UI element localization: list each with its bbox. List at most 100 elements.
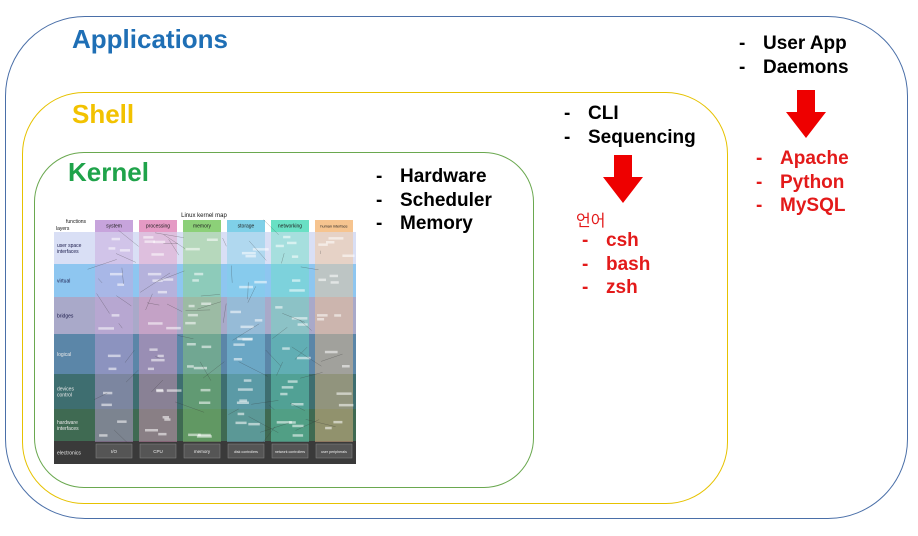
kernel-map-detail-block — [144, 240, 155, 243]
shell-example: csh — [582, 229, 650, 253]
shell-example-list: csh bash zsh — [582, 229, 650, 300]
kernel-map-detail-block — [117, 420, 127, 423]
kernel-map-detail-block — [243, 379, 252, 382]
kernel-map-connector — [247, 282, 249, 300]
kernel-map-layer-band — [54, 264, 356, 297]
applications-layer-outline — [5, 16, 908, 519]
kernel-map-functions-label: functions — [66, 219, 87, 225]
kernel-map-connector — [299, 319, 312, 331]
kernel-map-detail-block — [330, 281, 339, 284]
kernel-map-connector — [222, 237, 227, 247]
kernel-map-detail-block — [318, 278, 326, 282]
kernel-map-connector — [231, 265, 233, 283]
kernel-map-detail-block — [103, 391, 113, 395]
kernel-map-detail-block — [334, 314, 342, 317]
kernel-map-detail-block — [291, 255, 299, 258]
kernel-map-connector — [185, 309, 211, 311]
kernel-map-connector — [197, 301, 222, 310]
kernel-map-connector — [272, 327, 288, 339]
kernel-map-detail-block — [157, 354, 164, 358]
kernel-map-detail-block — [242, 338, 253, 341]
kernel-map-layer-band — [54, 232, 356, 264]
kernel-map-detail-block — [324, 350, 338, 354]
kernel-map-connector — [321, 353, 343, 362]
kernel-map-column-band — [139, 232, 177, 442]
kernel-map-detail-block — [185, 247, 200, 251]
kernel-map-detail-block — [153, 240, 166, 244]
kernel-map-detail-block — [287, 241, 297, 245]
kernel-map-connector — [151, 379, 164, 393]
shell-item: CLI — [564, 102, 696, 126]
applications-example: Python — [756, 171, 849, 195]
kernel-map-detail-block — [292, 424, 304, 428]
kernel-map-electronics-cell — [315, 443, 353, 459]
kernel-map-electronics-cell — [139, 443, 177, 459]
kernel-map-detail-block — [111, 314, 120, 317]
kernel-map-detail-block — [206, 238, 218, 241]
kernel-map-connector — [121, 267, 124, 285]
kernel-map-detail-block — [151, 358, 165, 362]
kernel-map-detail-block — [325, 426, 332, 430]
kernel-map-connector — [265, 349, 282, 367]
kernel-map-connector — [263, 426, 276, 443]
kernel-map-detail-block — [233, 343, 245, 346]
kernel-map-detail-block — [230, 310, 241, 314]
kernel-map-detail-block — [237, 412, 245, 416]
kernel-map-detail-block — [248, 422, 260, 426]
kernel-map-detail-block — [289, 289, 305, 292]
kernel-map-connector — [177, 335, 194, 339]
kernel-map-detail-block — [108, 247, 116, 250]
kernel-map-layer-label: electronics — [57, 451, 81, 457]
kernel-map-layer-label: interfaces — [57, 426, 79, 432]
kernel-item-list: Hardware Scheduler Memory — [376, 165, 492, 236]
kernel-map-detail-block — [280, 392, 288, 396]
applications-title: Applications — [72, 24, 229, 54]
kernel-map-connector — [157, 270, 185, 282]
kernel-map-connector — [155, 356, 160, 359]
kernel-map-column-label: networking — [278, 224, 302, 230]
kernel-map-connector — [269, 405, 275, 410]
shell-item: Sequencing — [564, 126, 696, 150]
kernel-map-layer-label: control — [57, 393, 72, 399]
kernel-map-detail-block — [117, 283, 125, 286]
kernel-map-connector — [248, 240, 267, 261]
kernel-map-detail-block — [158, 432, 167, 436]
kernel-map-detail-block — [198, 433, 211, 437]
kernel-map-connector — [115, 253, 136, 263]
kernel-map-detail-block — [281, 386, 294, 389]
kernel-map-detail-block — [283, 235, 291, 239]
kernel-map-detail-block — [194, 272, 204, 276]
kernel-map-detail-block — [199, 401, 211, 404]
kernel-map-connector — [93, 392, 108, 400]
kernel-map-layer-label: interfaces — [57, 249, 79, 255]
applications-example-list: Apache Python MySQL — [756, 147, 849, 218]
kernel-map-connector — [118, 230, 139, 247]
kernel-map-connector — [294, 346, 308, 360]
kernel-map-electronics-label: disk controllers — [234, 450, 258, 454]
kernel-map-connector — [228, 408, 239, 415]
kernel-map-detail-block — [275, 244, 284, 248]
kernel-map-detail-block — [99, 434, 108, 437]
kernel-map-detail-block — [156, 389, 164, 393]
kernel-map-detail-block — [152, 279, 163, 282]
applications-example: MySQL — [756, 194, 849, 218]
applications-item-list: User App Daemons — [739, 32, 849, 79]
kernel-map-detail-block — [108, 367, 117, 371]
kernel-map-connector — [295, 419, 320, 431]
kernel-map-column-band — [95, 232, 133, 442]
kernel-map-connector — [300, 266, 319, 270]
kernel-map-column-header — [95, 220, 133, 232]
kernel-map-connector — [124, 350, 135, 363]
kernel-map-electronics-label: I/O — [111, 449, 118, 454]
kernel-map-detail-block — [148, 322, 163, 325]
kernel-map-detail-block — [149, 348, 158, 351]
kernel-map-connector — [248, 416, 279, 433]
kernel-map-detail-block — [157, 290, 167, 294]
kernel-map-connector — [118, 323, 123, 329]
kernel-map-detail-block — [162, 278, 174, 281]
applications-example: Apache — [756, 147, 849, 171]
kernel-map-detail-block — [317, 314, 328, 317]
kernel-map-detail-block — [245, 254, 256, 258]
kernel-map-detail-block — [187, 313, 198, 317]
kernel-map-detail-block — [252, 248, 269, 251]
